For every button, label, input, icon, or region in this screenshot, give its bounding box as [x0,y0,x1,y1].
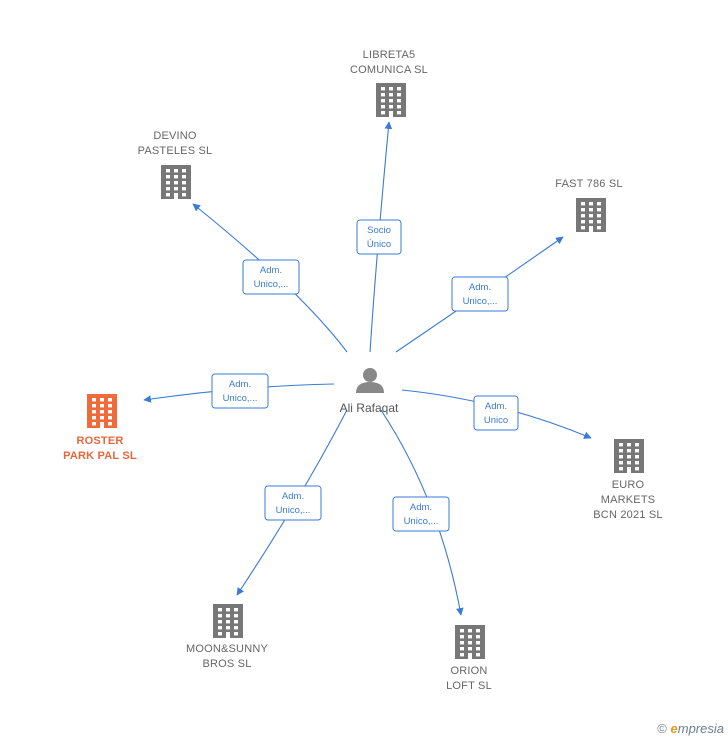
company-node-devino[interactable]: DEVINO PASTELES SL [138,130,213,199]
edge-label-line: Unico,... [254,279,289,290]
company-name-line: MARKETS [601,494,656,506]
edge-label-line: Unico,... [223,393,258,404]
company-name-line: PARK PAL SL [63,450,137,462]
edge-label-line: Unico,... [276,505,311,516]
company-name-line: BCN 2021 SL [593,509,662,521]
company-name-line: MOON&SUNNY [186,643,269,655]
edge-label-line: Adm. [229,379,251,390]
edge-label-line: Adm. [485,401,507,412]
company-node-fast786[interactable]: FAST 786 SL [555,178,623,232]
building-icon [455,625,485,659]
company-node-roster[interactable]: ROSTER PARK PAL SL [63,394,137,462]
company-name-line: EURO [612,479,645,491]
company-name-line: LIBRETA5 [363,49,416,61]
brand-name: mpresia [677,721,724,736]
center-person-name: Ali Rafaqat [340,401,399,415]
edge-label-line: Unico,... [463,296,498,307]
edge-label-euro[interactable]: Adm. Unico [473,395,519,431]
edge-label-moon[interactable]: Adm. Unico,... [264,485,322,521]
company-name-line: COMUNICA SL [350,64,428,76]
company-name-line: ROSTER [76,435,123,447]
company-name-line: BROS SL [202,658,251,670]
edge-label-line: Adm. [260,265,282,276]
company-node-moon[interactable]: MOON&SUNNY BROS SL [186,604,269,670]
company-name-line: FAST 786 SL [555,178,622,190]
center-person-node[interactable]: Ali Rafaqat [340,368,399,415]
edge-label-line: Único [367,239,391,250]
edge-label-fast786[interactable]: Adm. Unico,... [451,276,509,312]
copyright-symbol: © [657,721,667,736]
building-icon [576,198,606,232]
building-icon [213,604,243,638]
company-name-line: ORION [450,665,487,677]
company-name-line: LOFT SL [446,680,492,692]
building-icon [376,83,406,117]
edge-label-line: Adm. [469,282,491,293]
edge-label-line: Unico [484,415,508,426]
person-icon [356,368,384,393]
footer-brand: © empresia [657,721,724,736]
brand-initial: e [670,721,678,736]
edge-label-line: Socio [367,225,391,236]
building-icon [614,439,644,473]
company-node-orion[interactable]: ORION LOFT SL [446,625,492,692]
edge-label-devino[interactable]: Adm. Unico,... [242,259,300,295]
edge-label-line: Adm. [410,502,432,513]
building-icon [87,394,117,428]
edge-label-orion[interactable]: Adm. Unico,... [392,496,450,532]
company-name-line: PASTELES SL [138,145,213,157]
building-icon [161,165,191,199]
edge-label-roster[interactable]: Adm. Unico,... [211,373,269,409]
edge-labels: SocioÚnicoAdm.Unico,...Adm.Unico,...Adm.… [211,219,519,532]
edge-label-line: Unico,... [404,516,439,527]
edge-label-line: Adm. [282,491,304,502]
company-node-euro[interactable]: EURO MARKETS BCN 2021 SL [593,439,663,521]
company-name-line: DEVINO [153,130,197,142]
